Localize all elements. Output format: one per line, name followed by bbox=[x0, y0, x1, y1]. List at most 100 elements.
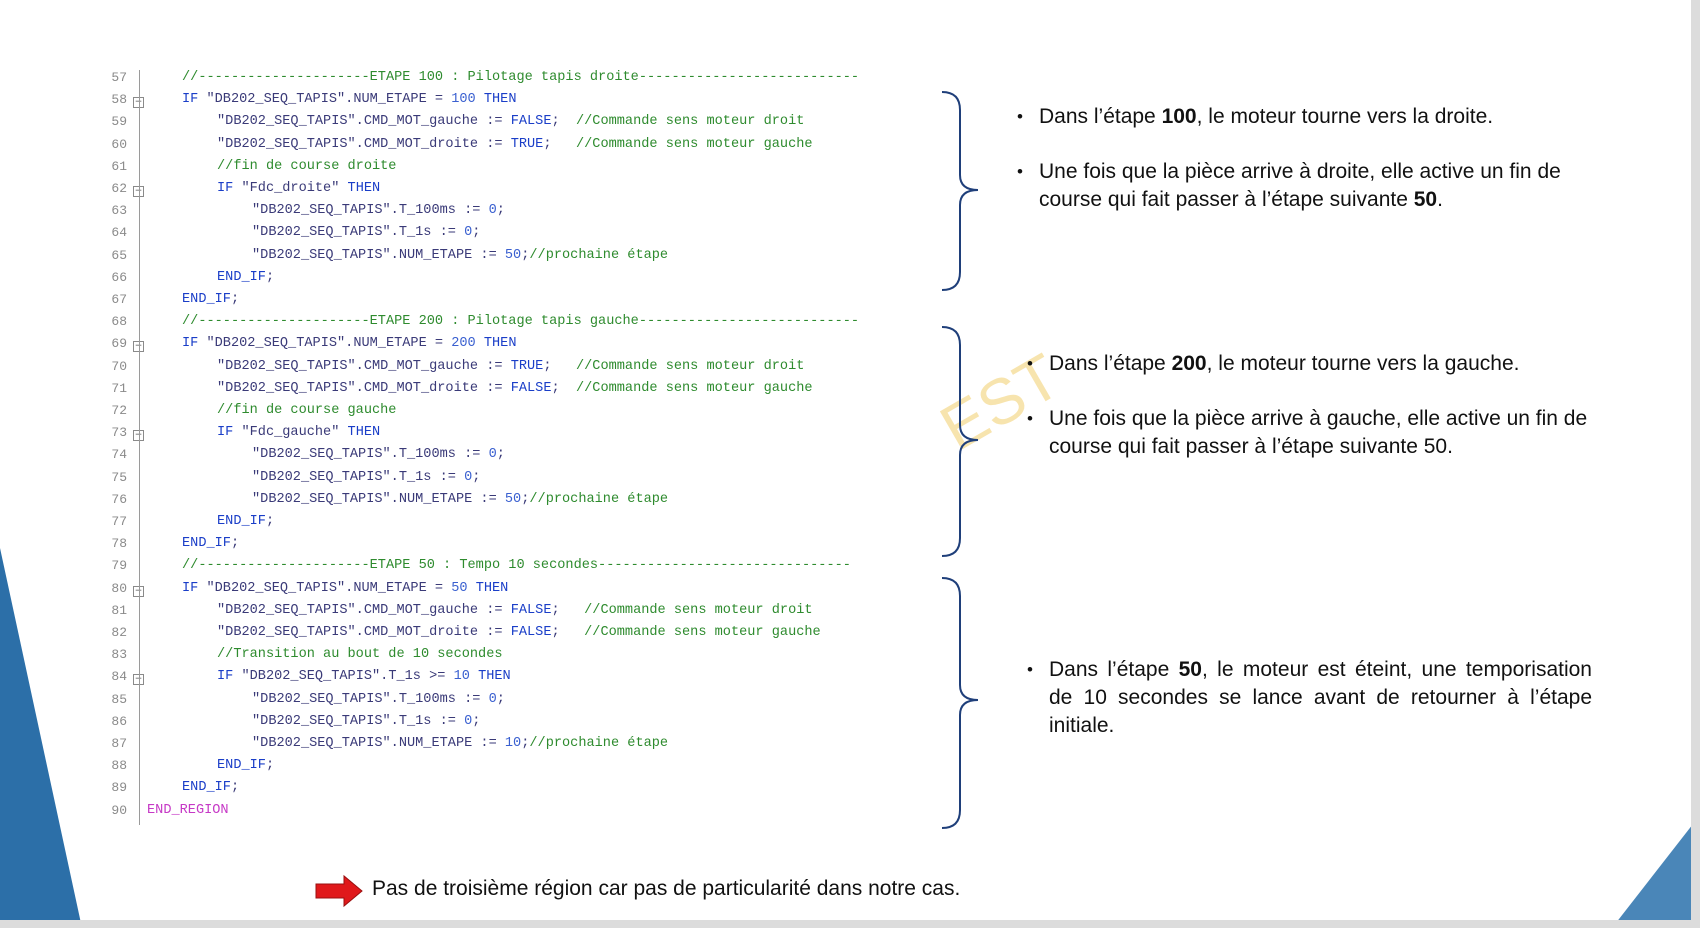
code-token: 50 bbox=[451, 580, 468, 596]
note-fin-course-gauche: •Une fois que la pièce arrive à gauche, … bbox=[1027, 407, 1588, 458]
code-token: THEN bbox=[339, 181, 381, 196]
line-number: 64 bbox=[111, 225, 127, 241]
line-number: 77 bbox=[111, 514, 127, 529]
code-token: 200 bbox=[451, 336, 476, 352]
line-number: 60 bbox=[111, 136, 127, 152]
line-number: 66 bbox=[111, 269, 127, 285]
code-line: 59 "DB202_SEQ_TAPIS".CMD_MOT_gauche := FA… bbox=[95, 114, 940, 136]
line-number: 80 bbox=[111, 580, 127, 596]
code-token: 0 bbox=[488, 203, 497, 219]
code-token: "DB202_SEQ_TAPIS".CMD_MOT_gauche := bbox=[217, 602, 511, 618]
code-token: "DB202_SEQ_TAPIS".NUM_ETAPE = bbox=[206, 92, 452, 108]
fold-toggle-icon[interactable]: − bbox=[133, 186, 144, 197]
code-token: "DB202_SEQ_TAPIS".CMD_MOT_gauche := bbox=[217, 114, 511, 130]
line-number: 68 bbox=[111, 314, 127, 330]
bullet-dot: • bbox=[1017, 162, 1023, 181]
line-number: 81 bbox=[111, 602, 127, 618]
line-number: 88 bbox=[111, 758, 127, 774]
code-line: 62− IF "Fdc_droite" THEN bbox=[95, 181, 940, 203]
line-number: 57 bbox=[111, 70, 127, 85]
code-token: ; bbox=[230, 780, 240, 796]
code-token: //Commande sens moteur droit bbox=[575, 114, 805, 130]
code-token: ; bbox=[496, 691, 505, 707]
code-token: THEN bbox=[475, 336, 517, 352]
code-line: 85 "DB202_SEQ_TAPIS".T_100ms := 0; bbox=[95, 692, 940, 714]
code-text: END_IF; bbox=[217, 514, 274, 529]
code-line: 71"DB202_SEQ_TAPIS".CMD_MOT_droite := FA… bbox=[95, 381, 940, 403]
bullet-dot: • bbox=[1027, 660, 1033, 679]
code-token: ; bbox=[265, 269, 275, 285]
code-text: IF "DB202_SEQ_TAPIS".T_1s >= 10 THEN bbox=[217, 669, 511, 684]
code-token: //prochaine étape bbox=[529, 491, 669, 507]
code-token: ; bbox=[496, 203, 505, 219]
code-text: END_IF; bbox=[182, 536, 239, 551]
code-token: ; bbox=[521, 491, 530, 507]
line-number: 85 bbox=[111, 691, 127, 707]
code-text: "DB202_SEQ_TAPIS".NUM_ETAPE := 50;//proc… bbox=[252, 492, 668, 507]
code-token: //fin de course gauche bbox=[217, 403, 397, 418]
fold-toggle-icon[interactable]: − bbox=[133, 430, 144, 442]
code-token: "DB202_SEQ_TAPIS".CMD_MOT_droite := bbox=[217, 625, 511, 640]
code-line: 63"DB202_SEQ_TAPIS".T_100ms := 0; bbox=[95, 203, 940, 225]
code-line: 75"DB202_SEQ_TAPIS".T_1s := 0; bbox=[95, 470, 940, 492]
code-text: END_IF; bbox=[182, 292, 239, 307]
slide-frame-bottom bbox=[0, 920, 1700, 928]
code-token: THEN bbox=[475, 92, 517, 108]
line-number: 73 bbox=[111, 425, 127, 441]
fold-toggle-icon[interactable]: − bbox=[133, 674, 144, 686]
code-text: //---------------------ETAPE 200 : Pilot… bbox=[182, 314, 859, 329]
code-token: 50 bbox=[504, 247, 522, 263]
code-token: 10 bbox=[453, 669, 470, 685]
code-text: "DB202_SEQ_TAPIS".NUM_ETAPE := 10;//proc… bbox=[252, 736, 668, 751]
line-number: 83 bbox=[111, 647, 127, 663]
fold-toggle-icon[interactable]: − bbox=[133, 341, 144, 353]
line-number: 76 bbox=[111, 491, 127, 507]
line-number: 70 bbox=[111, 358, 127, 374]
code-token: IF bbox=[217, 181, 242, 196]
code-line: 90 END_REGION bbox=[95, 803, 940, 825]
code-token: FALSE bbox=[510, 602, 552, 618]
bullet-dot: • bbox=[1017, 107, 1023, 126]
code-text: "DB202_SEQ_TAPIS".CMD_MOT_droite := FALS… bbox=[217, 625, 821, 640]
code-line: 64"DB202_SEQ_TAPIS".T_1s := 0; bbox=[95, 225, 940, 247]
code-token: 0 bbox=[488, 691, 497, 707]
code-token: ; bbox=[521, 736, 530, 751]
code-line: 72//fin de course gauche bbox=[95, 403, 940, 425]
fold-toggle-icon[interactable]: − bbox=[133, 585, 144, 597]
code-line: 61//fin de course droite bbox=[95, 159, 940, 181]
code-token: //Commande sens moteur gauche bbox=[575, 136, 813, 152]
note-fin-course-droite: •Une fois que la pièce arrive à droite, … bbox=[1017, 160, 1561, 211]
code-token: END_IF bbox=[217, 514, 266, 529]
code-line: 65"DB202_SEQ_TAPIS".NUM_ETAPE := 50;//pr… bbox=[95, 248, 940, 270]
code-token: ; bbox=[551, 625, 585, 640]
code-text: IF "DB202_SEQ_TAPIS".NUM_ETAPE = 50 THEN bbox=[182, 581, 508, 596]
line-number: 82 bbox=[111, 625, 127, 640]
code-text: "DB202_SEQ_TAPIS".T_100ms := 0; bbox=[252, 692, 505, 707]
line-number: 62 bbox=[111, 181, 127, 196]
note-etape-100: •Dans l’étape 100, le moteur tourne vers… bbox=[1017, 103, 1599, 131]
code-line: 84−IF "DB202_SEQ_TAPIS".T_1s >= 10 THEN bbox=[95, 669, 940, 691]
fold-toggle-icon[interactable]: − bbox=[133, 97, 144, 109]
code-line: 69−IF "DB202_SEQ_TAPIS".NUM_ETAPE = 200 … bbox=[95, 336, 940, 358]
code-token: ; bbox=[265, 514, 275, 529]
code-token: IF bbox=[182, 92, 207, 108]
line-number: 90 bbox=[111, 802, 127, 818]
code-token: IF bbox=[217, 669, 242, 685]
code-line: 73−IF "Fdc_gauche" THEN bbox=[95, 425, 940, 447]
code-text: "DB202_SEQ_TAPIS".T_100ms := 0; bbox=[252, 203, 505, 218]
line-number: 59 bbox=[111, 114, 127, 130]
code-text: IF "DB202_SEQ_TAPIS".NUM_ETAPE = 200 THE… bbox=[182, 336, 517, 351]
line-number: 67 bbox=[111, 292, 127, 307]
code-text: END_REGION bbox=[147, 803, 229, 818]
brace-etape-50 bbox=[941, 577, 979, 829]
code-text: IF "Fdc_droite" THEN bbox=[217, 181, 380, 196]
code-text: //---------------------ETAPE 100 : Pilot… bbox=[182, 70, 859, 85]
code-token: 0 bbox=[464, 225, 473, 241]
line-number: 78 bbox=[111, 536, 127, 552]
code-token: //Commande sens moteur gauche bbox=[584, 625, 821, 640]
code-text: "DB202_SEQ_TAPIS".CMD_MOT_gauche := FALS… bbox=[217, 114, 804, 129]
code-line: 79//---------------------ETAPE 50 : Temp… bbox=[95, 558, 940, 580]
code-token: THEN bbox=[467, 580, 509, 596]
